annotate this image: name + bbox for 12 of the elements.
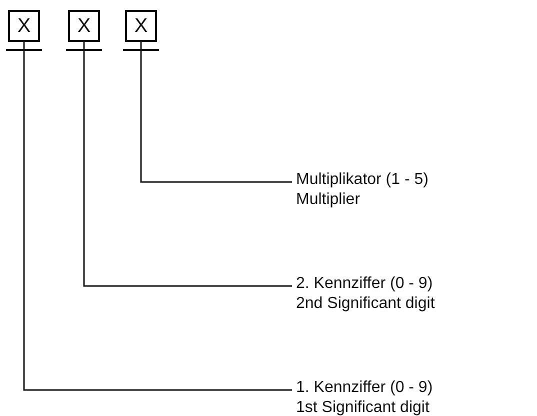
leader-line — [83, 42, 292, 287]
caption-line: 1st Significant digit — [296, 398, 430, 416]
caption-line: 2nd Significant digit — [296, 294, 435, 314]
caption-line: 2. Kennziffer (0 - 9) — [296, 274, 434, 294]
caption-line: Multiplier — [296, 190, 362, 210]
digit-box: X — [68, 10, 100, 42]
leader-line — [23, 42, 292, 391]
leader-line — [140, 42, 292, 183]
caption-line: 1. Kennziffer (0 - 9) — [296, 378, 433, 398]
caption-line: Multiplikator (1 - 5) — [296, 170, 428, 190]
digit-box: X — [125, 10, 157, 42]
digit-box: X — [8, 10, 40, 42]
